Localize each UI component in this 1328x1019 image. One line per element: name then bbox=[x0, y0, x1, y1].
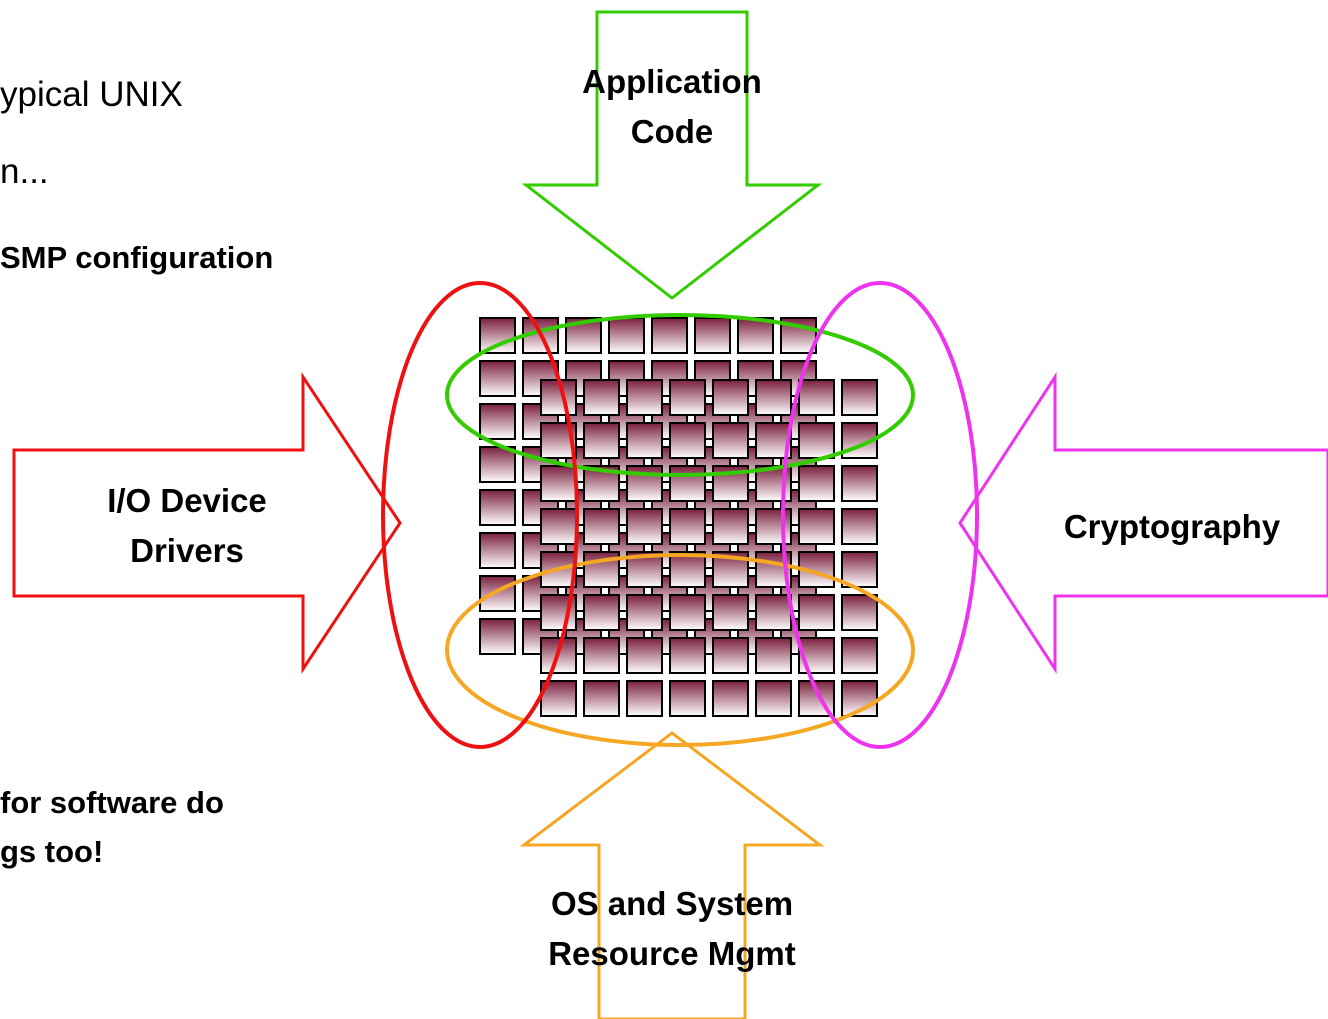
processor-chip-front bbox=[755, 594, 792, 631]
smp-configuration-text: SMP configuration bbox=[0, 240, 274, 275]
processor-chip-front bbox=[626, 465, 663, 502]
io-label-line-1: I/O Device bbox=[107, 482, 267, 519]
processor-chip-front bbox=[669, 594, 706, 631]
slide-title-line-2: n... bbox=[0, 152, 49, 191]
application-label-line-1: Application bbox=[582, 63, 762, 100]
software-note-line-2: gs too! bbox=[0, 834, 104, 869]
processor-chip-front bbox=[712, 680, 749, 717]
slide-title-line-1: ypical UNIX bbox=[0, 75, 183, 114]
processor-chip-front bbox=[841, 637, 878, 674]
processor-chip-front bbox=[583, 680, 620, 717]
cryptography-arrow bbox=[958, 371, 1328, 675]
processor-chip-back bbox=[479, 532, 516, 569]
application-label-line-2: Code bbox=[630, 113, 714, 150]
processor-chip-front bbox=[583, 637, 620, 674]
processor-chip-front bbox=[540, 508, 577, 545]
processor-chip-front bbox=[841, 508, 878, 545]
os-label-line-2: Resource Mgmt bbox=[548, 935, 796, 972]
processor-chip-front bbox=[712, 508, 749, 545]
processor-chip-front bbox=[626, 379, 663, 416]
processor-chip-front bbox=[583, 508, 620, 545]
processor-chip-front bbox=[669, 551, 706, 588]
processor-chip-front bbox=[669, 637, 706, 674]
processor-chip-back bbox=[479, 360, 516, 397]
processor-chip-front bbox=[841, 379, 878, 416]
processor-chip-front bbox=[669, 422, 706, 459]
processor-chip-back bbox=[479, 317, 516, 354]
os-label-line-1: OS and System bbox=[550, 885, 794, 922]
processor-chip-front bbox=[798, 594, 835, 631]
processor-chip-back bbox=[479, 618, 516, 655]
processor-chip-front bbox=[540, 465, 577, 502]
cryptography-ellipse bbox=[781, 281, 979, 749]
processor-chip-front bbox=[798, 379, 835, 416]
os-resource-ellipse bbox=[445, 553, 915, 747]
processor-chip-front bbox=[841, 551, 878, 588]
processor-chip-front bbox=[626, 680, 663, 717]
processor-chip-front bbox=[755, 637, 792, 674]
processor-chip-front bbox=[755, 680, 792, 717]
application-ellipse bbox=[445, 313, 915, 477]
cryptography-label: Cryptography bbox=[1063, 508, 1281, 545]
io-drivers-ellipse bbox=[381, 281, 579, 749]
processor-chip-front bbox=[798, 422, 835, 459]
processor-chip-front bbox=[755, 422, 792, 459]
processor-chip-back bbox=[479, 403, 516, 440]
processor-chip-front bbox=[626, 637, 663, 674]
processor-chip-front bbox=[669, 508, 706, 545]
processor-chip-back bbox=[479, 575, 516, 612]
processor-chip-back bbox=[479, 489, 516, 526]
processor-chip-back bbox=[608, 317, 645, 354]
processor-chip-front bbox=[540, 379, 577, 416]
processor-chip-front bbox=[755, 508, 792, 545]
application-arrow bbox=[521, 10, 823, 300]
io-drivers-arrow bbox=[12, 372, 402, 674]
processor-chip-front bbox=[798, 508, 835, 545]
processor-chip-front bbox=[626, 594, 663, 631]
os-resource-arrow bbox=[519, 731, 825, 1019]
processor-chip-back bbox=[737, 317, 774, 354]
processor-chip-front bbox=[583, 379, 620, 416]
processor-chip-front bbox=[669, 680, 706, 717]
processor-chip-back bbox=[651, 317, 688, 354]
processor-chip-front bbox=[712, 379, 749, 416]
processor-chip-front bbox=[626, 422, 663, 459]
processor-chip-front bbox=[798, 465, 835, 502]
io-label-line-2: Drivers bbox=[130, 532, 244, 569]
processor-chip-front bbox=[841, 465, 878, 502]
processor-chip-front bbox=[669, 465, 706, 502]
processor-chip-front bbox=[712, 594, 749, 631]
processor-chip-back bbox=[694, 317, 731, 354]
processor-chip-front bbox=[841, 594, 878, 631]
processor-chip-front bbox=[712, 637, 749, 674]
processor-chip-front bbox=[755, 379, 792, 416]
processor-chip-front bbox=[626, 508, 663, 545]
processor-chip-front bbox=[583, 422, 620, 459]
processor-chip-back bbox=[479, 446, 516, 483]
software-note-line-1: for software do bbox=[0, 785, 224, 820]
processor-chip-front bbox=[712, 422, 749, 459]
processor-chip-front bbox=[583, 594, 620, 631]
processor-chip-front bbox=[669, 379, 706, 416]
